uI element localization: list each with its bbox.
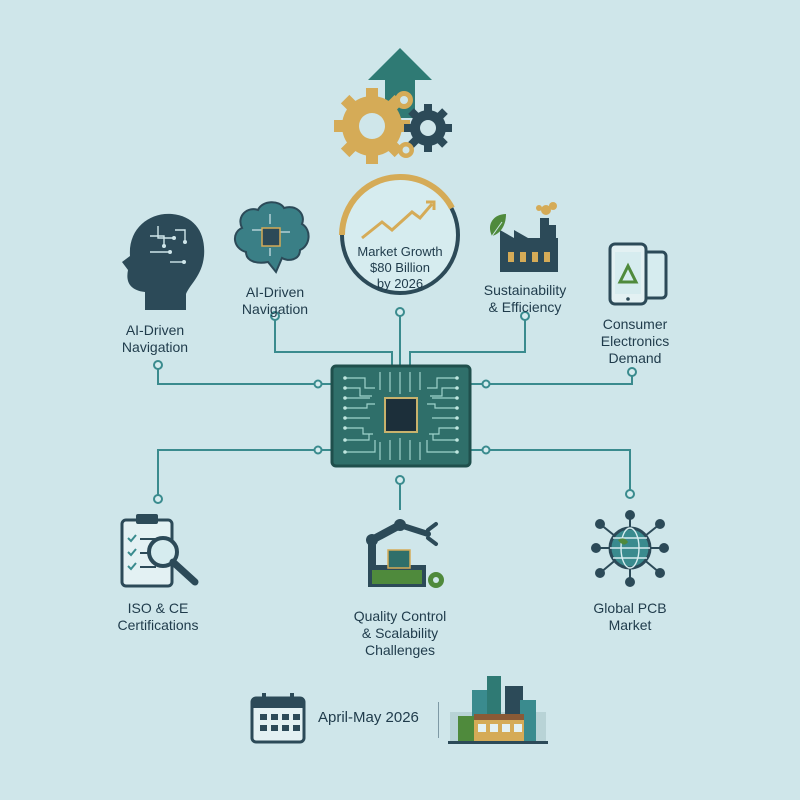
globe-network-icon (591, 510, 669, 587)
growth-line1: Market Growth (357, 244, 442, 259)
phone-recycle-icon (608, 242, 668, 306)
growth-line3: by 2026 (377, 276, 423, 291)
label-global-pcb: Global PCB Market (593, 600, 667, 633)
factory-icon (489, 202, 558, 272)
label-ai-navigation-left: AI-Driven Navigation (121, 322, 189, 355)
gears-growth-icon (334, 48, 452, 164)
market-growth-ring (339, 173, 460, 295)
footer-divider (438, 702, 439, 738)
clipboard-search-icon (120, 514, 199, 588)
circuit-board-icon (330, 364, 472, 468)
calendar-icon (250, 693, 306, 744)
ai-head-icon (122, 213, 205, 310)
city-buildings-icon (448, 676, 548, 744)
label-ai-navigation-mid: AI-Driven Navigation (241, 284, 309, 317)
label-iso-ce: ISO & CE Certifications (117, 600, 199, 633)
event-date: April-May 2026 (318, 709, 419, 726)
growth-line2: $80 Billion (370, 260, 430, 275)
label-quality-control: Quality Control & Scalability Challenges (353, 608, 447, 658)
label-sustainability: Sustainability & Efficiency (483, 282, 567, 315)
connector-dots (153, 307, 637, 504)
robot-arm-icon (366, 519, 444, 588)
label-consumer-electronics: Consumer Electronics Demand (600, 316, 670, 366)
ai-brain-icon (234, 201, 310, 274)
